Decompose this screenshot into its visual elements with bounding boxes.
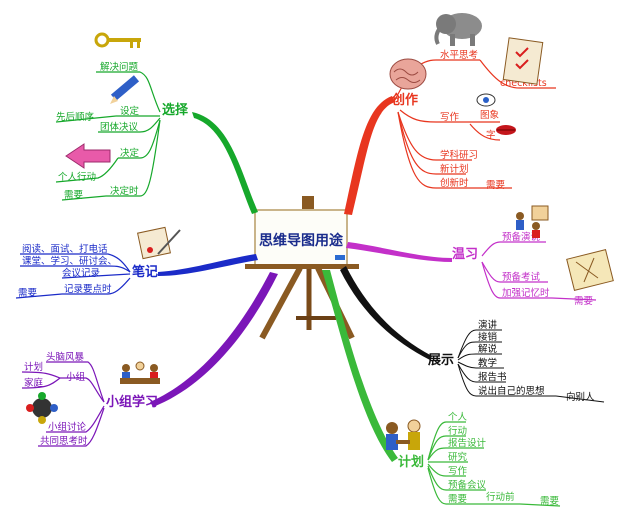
branch-show-line xyxy=(340,266,432,360)
presenter-icon xyxy=(516,205,549,238)
group-item-6: 共同思考时 xyxy=(40,435,88,447)
meeting-icon xyxy=(120,361,160,384)
review-label: 温习 xyxy=(452,247,478,262)
plan-item-5: 写作 xyxy=(448,465,468,477)
plan-item-8: 行动前 xyxy=(486,491,515,503)
arrow-icon xyxy=(65,143,111,169)
plan-item-6: 预备会议 xyxy=(448,479,487,491)
notes-label: 笔记 xyxy=(132,264,158,280)
paper-icon xyxy=(566,249,614,291)
branch-choice-line xyxy=(192,112,258,214)
compass-icon xyxy=(26,392,58,424)
brain-icon xyxy=(389,58,427,90)
elephant-icon xyxy=(434,13,482,46)
notes-item-3: 会议记录 xyxy=(62,267,101,279)
quill-icon xyxy=(137,226,181,260)
plan-item-2: 行动 xyxy=(448,425,467,437)
show-item-3: 解说 xyxy=(478,343,498,355)
creation-item-6: 学科研习 xyxy=(440,149,478,161)
creation-label: 创作 xyxy=(391,92,418,108)
group-label: 小组学习 xyxy=(106,394,158,410)
creation-item-8: 创新时 xyxy=(440,177,469,189)
branch-notes-line xyxy=(158,254,258,276)
branch-choice: 选择 解决问题 先后顺序 设定 团体决议 决定 个人行动 需要 决定时 xyxy=(55,32,189,201)
notes-item-5: 记录要点时 xyxy=(64,283,112,295)
plan-item-7: 需要 xyxy=(448,494,467,505)
plan-item-1: 个人 xyxy=(448,412,468,423)
show-label: 展示 xyxy=(428,353,454,368)
lips-icon xyxy=(496,125,516,135)
group-item-1: 头脑风暴 xyxy=(46,351,85,363)
plan-item-9: 需要 xyxy=(540,496,559,507)
show-item-7: 向别人 xyxy=(566,391,595,403)
branch-show: 展示 演讲 接销 解说 教学 报告书 说出自己的思想 向别人 xyxy=(428,319,605,403)
choice-item-1: 解决问题 xyxy=(100,61,139,73)
easel-icon xyxy=(245,196,359,340)
choice-item-8: 决定时 xyxy=(110,185,139,197)
branch-plan-line xyxy=(322,270,398,462)
choice-label: 选择 xyxy=(162,102,189,118)
branch-creation-line xyxy=(344,96,395,215)
branch-review: 温习 预备演说 预备考试 加强记忆时 需要 xyxy=(452,205,614,307)
creation-item-5: 字 xyxy=(486,129,496,141)
show-item-5: 报告书 xyxy=(478,371,507,383)
creation-item-7: 新计划 xyxy=(440,163,469,175)
notes-item-1: 阅读、面试、打电话 xyxy=(22,243,108,255)
group-item-3: 家庭 xyxy=(24,377,44,389)
choice-item-3: 设定 xyxy=(120,105,140,117)
key-icon xyxy=(94,32,141,48)
notes-item-4: 需要 xyxy=(18,288,37,299)
plan-item-4: 研究 xyxy=(448,451,468,463)
creation-item-2: checklists xyxy=(500,78,547,89)
choice-item-7: 需要 xyxy=(64,190,83,201)
plan-item-3: 报告设计 xyxy=(448,437,487,449)
review-item-4: 需要 xyxy=(574,296,593,307)
review-item-3: 加强记忆时 xyxy=(502,287,550,299)
choice-item-5: 决定 xyxy=(120,147,140,159)
group-item-4: 小组 xyxy=(66,371,86,383)
plan-label: 计划 xyxy=(398,454,424,470)
show-item-2: 接销 xyxy=(478,331,498,343)
creation-item-1: 水平思考 xyxy=(440,49,478,61)
group-item-5: 小组讨论 xyxy=(48,421,87,433)
center-title: 思维导图用途 xyxy=(259,232,344,249)
choice-item-4: 团体决议 xyxy=(100,121,139,133)
checklist-icon xyxy=(502,37,544,85)
eye-icon xyxy=(476,93,496,107)
branch-plan: 计划 个人 行动 报告设计 研究 写作 预备会议 需要 行动前 需要 xyxy=(386,412,561,507)
branch-creation: 创作 水平思考 checklists 写作 图象 字 学科研习 新计划 创新时 … xyxy=(389,13,556,191)
branch-group-line xyxy=(150,272,278,407)
branch-notes: 笔记 阅读、面试、打电话 课堂、学习、研讨会、 会议记录 需要 记录要点时 xyxy=(15,226,181,299)
creation-item-9: 需要 xyxy=(486,180,505,191)
show-item-4: 教学 xyxy=(478,357,497,369)
group-item-2: 计划 xyxy=(24,361,43,373)
review-item-1: 预备演说 xyxy=(502,231,541,243)
handshake-icon xyxy=(386,419,421,450)
branch-review-line xyxy=(346,242,452,262)
show-item-6: 说出自己的思想 xyxy=(478,385,545,397)
creation-item-4: 图象 xyxy=(480,109,500,121)
review-item-2: 预备考试 xyxy=(502,271,541,283)
pencil-icon xyxy=(110,75,140,104)
notes-item-2: 课堂、学习、研讨会、 xyxy=(22,255,117,267)
creation-item-3: 写作 xyxy=(440,111,460,123)
choice-item-6: 个人行动 xyxy=(58,171,96,183)
choice-item-2: 先后顺序 xyxy=(56,111,95,123)
branch-group: 小组学习 头脑风暴 计划 家庭 小组 小组讨论 共同思考时 xyxy=(21,351,160,447)
show-item-1: 演讲 xyxy=(478,319,498,331)
